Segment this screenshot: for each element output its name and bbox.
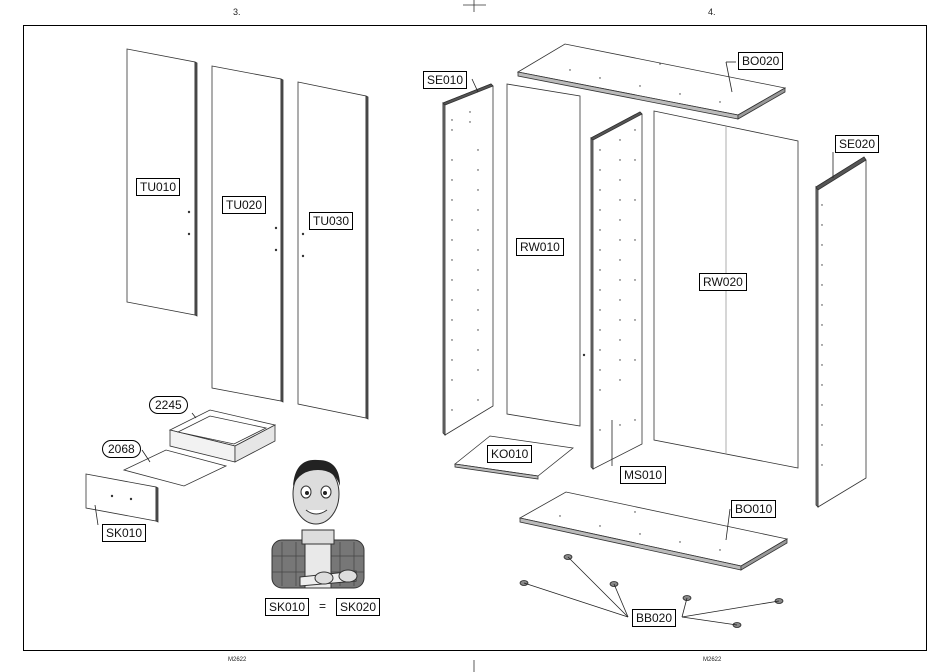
drawer-box bbox=[170, 410, 275, 462]
label-tu020: TU020 bbox=[222, 196, 266, 214]
label-rw020: RW020 bbox=[699, 273, 747, 291]
middle-panel-ms010 bbox=[591, 112, 642, 469]
label-ko010: KO010 bbox=[487, 445, 532, 463]
label-ms010: MS010 bbox=[620, 466, 666, 484]
label-sk020: SK020 bbox=[336, 598, 380, 616]
label-sk010-equivalence: SK010 bbox=[265, 598, 309, 616]
count-badge-2245: 2245 bbox=[149, 396, 188, 414]
footer-code-right: M2622 bbox=[703, 657, 721, 663]
label-bb020: BB020 bbox=[632, 609, 676, 627]
label-bo010: BO010 bbox=[731, 500, 776, 518]
label-bo020: BO020 bbox=[738, 52, 783, 70]
count-badge-2068: 2068 bbox=[102, 440, 141, 458]
door-panel-tu020 bbox=[212, 66, 283, 402]
label-se010: SE010 bbox=[423, 71, 467, 89]
side-panel-se010 bbox=[443, 84, 493, 435]
side-panel-se020 bbox=[816, 157, 866, 507]
footer-code-left: M2622 bbox=[228, 657, 246, 663]
label-tu030: TU030 bbox=[309, 212, 353, 230]
label-sk010: SK010 bbox=[102, 524, 146, 542]
cartoon-assembler-illustration bbox=[272, 460, 364, 588]
label-tu010: TU010 bbox=[136, 178, 180, 196]
label-se020: SE020 bbox=[835, 135, 879, 153]
door-panel-tu030 bbox=[298, 82, 368, 419]
label-rw010: RW010 bbox=[516, 238, 564, 256]
equals-sign: = bbox=[319, 599, 326, 613]
